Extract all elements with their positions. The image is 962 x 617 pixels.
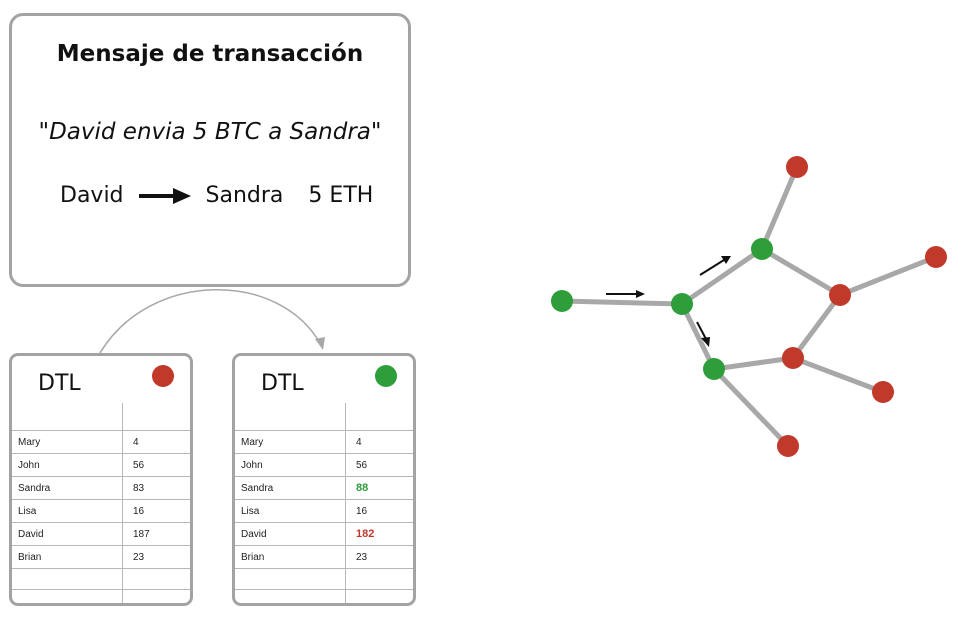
node-red bbox=[777, 435, 799, 457]
graph-edge bbox=[559, 298, 685, 307]
graph-nodes bbox=[551, 156, 947, 457]
updated-value-increase: 88 bbox=[345, 476, 413, 500]
node-red bbox=[872, 381, 894, 403]
graph-edge bbox=[679, 246, 765, 307]
node-red bbox=[925, 246, 947, 268]
graph-edge bbox=[837, 254, 939, 298]
node-green bbox=[751, 238, 773, 260]
transfer-amount: 5 ETH bbox=[308, 183, 374, 208]
node-green bbox=[671, 293, 693, 315]
graph-edge bbox=[759, 164, 800, 252]
graph-edges bbox=[559, 164, 939, 449]
node-red bbox=[786, 156, 808, 178]
sync-curve bbox=[99, 289, 322, 354]
node-red bbox=[782, 347, 804, 369]
sync-arrowhead-icon bbox=[315, 337, 325, 350]
node-green bbox=[703, 358, 725, 380]
table-row-empty bbox=[12, 568, 190, 590]
graph-edge bbox=[759, 246, 843, 298]
transaction-message-card: Mensaje de transacción "David envia 5 BT… bbox=[9, 13, 411, 287]
node-green bbox=[551, 290, 573, 312]
receiver-name: Sandra bbox=[205, 183, 284, 208]
transfer-arrow-icon bbox=[138, 188, 191, 204]
ledger-title: DTL bbox=[261, 371, 304, 396]
graph-edge bbox=[679, 301, 717, 372]
graph-edge bbox=[790, 292, 843, 361]
arrowhead-icon bbox=[636, 290, 645, 298]
propagation-arrow-icon bbox=[699, 259, 725, 276]
table-header-row bbox=[235, 403, 413, 431]
ledger-title: DTL bbox=[38, 371, 81, 396]
propagation-arrow-icon bbox=[696, 321, 707, 340]
table-row-empty bbox=[235, 589, 413, 603]
table-header-row bbox=[12, 403, 190, 431]
message-quote: "David envia 5 BTC a Sandra" bbox=[38, 119, 382, 145]
node-red bbox=[829, 284, 851, 306]
arrowhead-icon bbox=[701, 337, 710, 347]
message-title: Mensaje de transacción bbox=[56, 41, 364, 67]
graph-edge bbox=[711, 355, 796, 372]
status-dot-green-icon bbox=[375, 365, 397, 387]
updated-value-decrease: 182 bbox=[345, 522, 413, 546]
status-dot-red-icon bbox=[152, 365, 174, 387]
graph-edge bbox=[711, 366, 791, 449]
sender-name: David bbox=[60, 183, 124, 208]
table-row-empty bbox=[235, 568, 413, 590]
table-row-empty bbox=[12, 589, 190, 603]
propagation-arrows bbox=[606, 256, 731, 347]
transfer-flow: David Sandra 5 ETH bbox=[60, 183, 373, 208]
arrowhead-icon bbox=[721, 256, 731, 264]
graph-edge bbox=[790, 355, 886, 395]
